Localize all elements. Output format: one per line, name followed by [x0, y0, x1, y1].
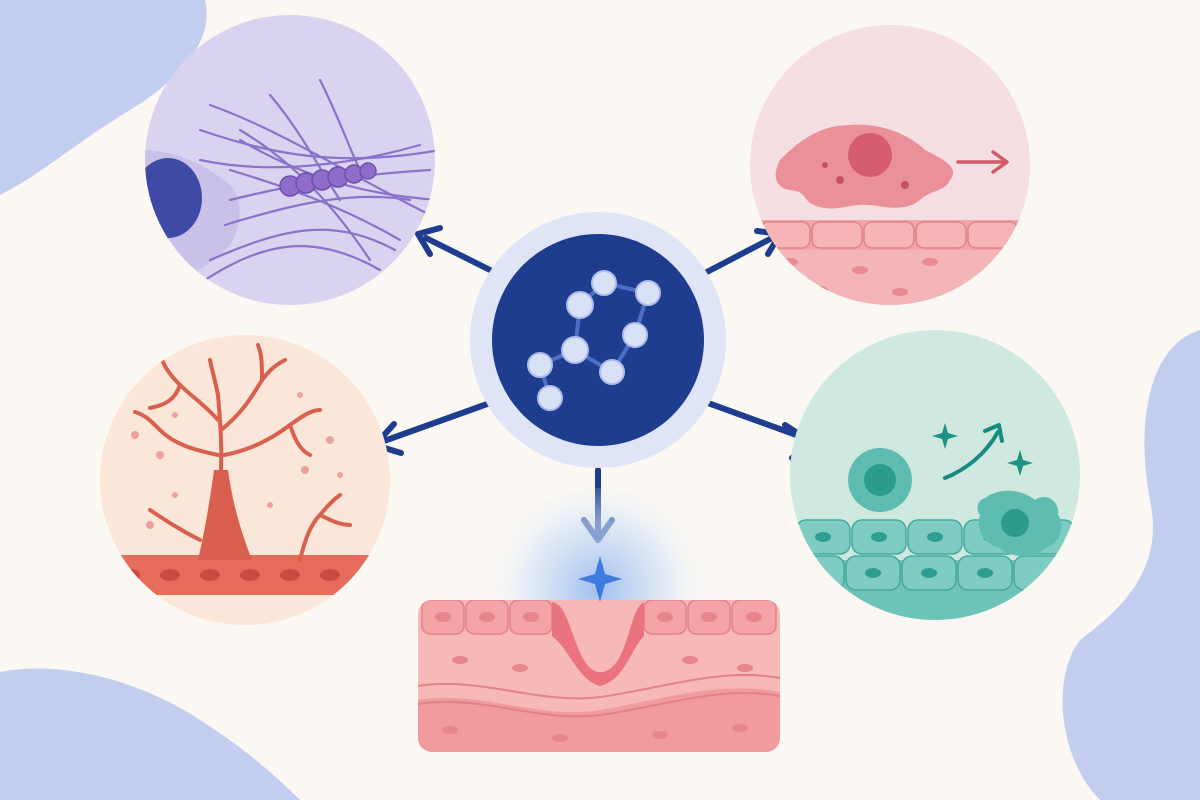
blob-top-left — [0, 0, 207, 195]
growth-arrow — [943, 430, 1000, 480]
wound-closure-icon — [418, 488, 780, 752]
molecule-icon — [470, 212, 726, 468]
branching-vessel-icon — [100, 335, 390, 625]
fiber-bundle — [279, 162, 377, 197]
vessel-trunk — [198, 470, 252, 560]
arrow-to-fibers — [423, 235, 497, 275]
sparkle-icon — [932, 423, 958, 449]
arrow-to-proliferation — [705, 400, 805, 440]
arrow-head-fibers — [415, 225, 443, 257]
sparkle-icon — [1007, 450, 1033, 476]
blob-bottom-left — [0, 668, 300, 800]
collagen-fibers-icon — [145, 15, 435, 305]
wound-gap — [552, 602, 644, 686]
arrow-to-angiogenesis — [381, 400, 493, 444]
epithelial-cells — [759, 221, 1019, 249]
arrow-to-migration — [702, 235, 775, 276]
sparkle-icon — [578, 556, 622, 602]
blob-right — [1062, 330, 1200, 800]
